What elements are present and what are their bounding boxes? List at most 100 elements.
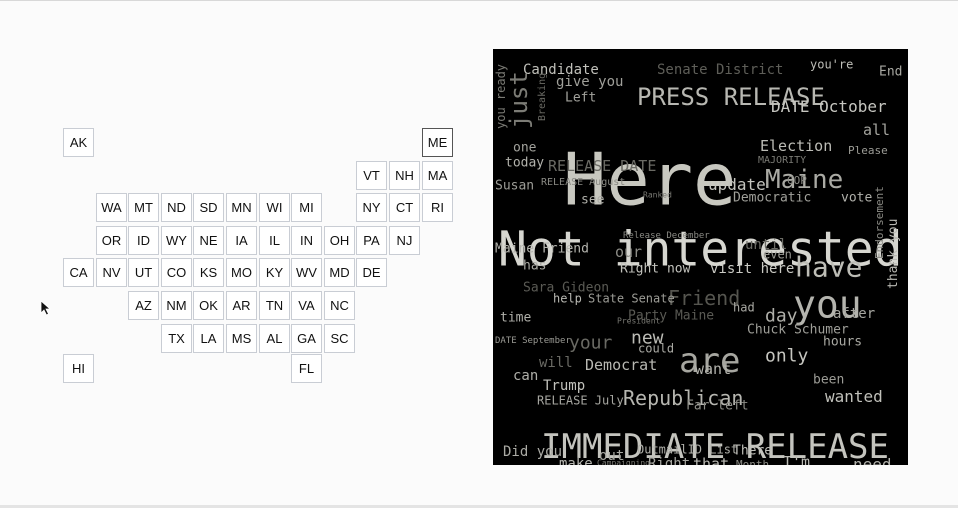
cloud-word: that [693,455,729,465]
state-tile-mn[interactable]: MN [226,193,257,222]
state-tile-hi[interactable]: HI [63,354,94,383]
cloud-word: Candidate [523,62,599,78]
cloud-word: DATE September [495,336,571,346]
state-tile-fl[interactable]: FL [291,354,322,383]
state-tile-ks[interactable]: KS [193,258,224,287]
cloud-word: Please [848,144,888,157]
state-tile-tn[interactable]: TN [259,291,290,320]
state-tile-wa[interactable]: WA [96,193,127,222]
state-tile-az[interactable]: AZ [128,291,159,320]
cloud-word: help [553,292,582,306]
state-tile-mt[interactable]: MT [128,193,159,222]
cloud-word: Not interested [498,221,903,277]
state-tile-va[interactable]: VA [291,291,322,320]
cloud-word: give you [556,74,623,90]
state-tile-mo[interactable]: MO [226,258,257,287]
state-tile-mi[interactable]: MI [291,193,322,222]
cloud-word: State Senate [588,292,675,306]
state-tile-ne[interactable]: NE [193,226,224,255]
cloud-word: Maine [765,165,843,195]
cloud-word: RELEASE DATE [548,157,656,175]
state-tile-wi[interactable]: WI [259,193,290,222]
cloud-word: vote [841,190,872,205]
cloud-word: End [879,64,902,79]
state-tile-pa[interactable]: PA [356,226,387,255]
state-tile-sd[interactable]: SD [193,193,224,222]
state-tile-nv[interactable]: NV [96,258,127,287]
cloud-word: Month [736,458,769,465]
state-tile-la[interactable]: LA [193,324,224,353]
state-tile-sc[interactable]: SC [324,324,355,353]
state-tile-nc[interactable]: NC [324,291,355,320]
state-tile-ar[interactable]: AR [226,291,257,320]
cloud-word: are [679,341,740,381]
state-tile-ok[interactable]: OK [193,291,224,320]
state-tile-ca[interactable]: CA [63,258,94,287]
cloud-word: Trump [543,378,585,394]
cloud-word: Left [565,90,596,105]
state-tile-de[interactable]: DE [356,258,387,287]
cloud-word: IMMEDIATE RELEASE [541,427,889,465]
state-tile-md[interactable]: MD [324,258,355,287]
cloud-word: Release December [623,231,710,241]
cloud-word: can [513,368,538,384]
state-tile-il[interactable]: IL [259,226,290,255]
state-tile-in[interactable]: IN [291,226,322,255]
state-tile-ia[interactable]: IA [226,226,257,255]
cloud-word: until [745,237,787,253]
state-tile-ct[interactable]: CT [389,193,420,222]
cloud-word: Election [760,137,832,155]
cloud-word: been [813,372,844,387]
state-tile-nd[interactable]: ND [161,193,192,222]
cloud-word: Party Maine [628,308,714,323]
state-tile-ri[interactable]: RI [422,193,453,222]
cloud-word: Did you [503,444,562,460]
cloud-word: today [505,155,544,170]
cloud-word: PRESS RELEASE [637,83,825,111]
bottom-border [0,505,958,508]
cloud-word: RELEASE August [541,177,625,188]
state-tile-ny[interactable]: NY [356,193,387,222]
cloud-word: President [617,316,661,325]
state-tile-wv[interactable]: WV [291,258,322,287]
state-tile-tx[interactable]: TX [161,324,192,353]
cloud-word: Republican [623,386,743,410]
state-tile-nm[interactable]: NM [161,291,192,320]
state-tile-al[interactable]: AL [259,324,290,353]
cloud-word: Right [648,456,690,465]
state-tile-co[interactable]: CO [161,258,192,287]
cloud-word: only [765,345,809,366]
cloud-word: visit here [710,261,794,277]
cloud-word: Senate District [657,62,783,78]
cloud-word: Here [563,138,736,222]
state-tile-ma[interactable]: MA [422,161,453,190]
cloud-word: all [863,121,890,139]
state-tile-oh[interactable]: OH [324,226,355,255]
cloud-word: Democratic [733,190,811,205]
cloud-word: There [733,443,772,458]
cloud-word: make [559,456,593,465]
state-tile-ak[interactable]: AK [63,128,94,157]
cloud-word: day [765,305,798,326]
state-tile-ky[interactable]: KY [259,258,290,287]
cloud-word: Campaigning [597,458,650,465]
cloud-word: MAJORITY [758,155,806,166]
state-tile-vt[interactable]: VT [356,161,387,190]
state-tile-nh[interactable]: NH [389,161,420,190]
top-border [0,0,958,1]
state-tile-ms[interactable]: MS [226,324,257,353]
cloud-word: just [505,71,533,129]
cloud-word: Breaking [537,73,548,121]
state-tile-wy[interactable]: WY [161,226,192,255]
state-tile-me[interactable]: ME [422,128,453,157]
state-tile-ut[interactable]: UT [128,258,159,287]
cloud-word: after [833,306,875,322]
state-tile-or[interactable]: OR [96,226,127,255]
cloud-word: hours [823,334,862,349]
state-tile-ga[interactable]: GA [291,324,322,353]
state-tile-nj[interactable]: NJ [389,226,420,255]
cloud-word: could [638,342,674,356]
cloud-word: Far left [686,398,749,413]
state-tile-id[interactable]: ID [128,226,159,255]
